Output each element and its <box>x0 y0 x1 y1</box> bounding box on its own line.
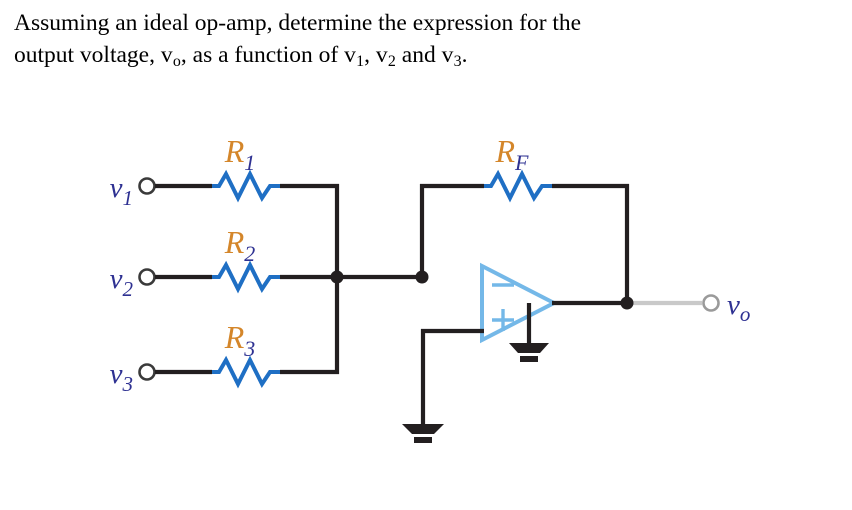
ground-symbol-opamp <box>509 343 549 362</box>
ground-plate-small-2 <box>520 356 538 362</box>
resistor-label-r3: R3 <box>224 319 256 361</box>
input-terminal-v2[interactable] <box>138 268 156 286</box>
resistor-r2-zigzag <box>212 260 282 294</box>
circuit-diagram: R1 v1 R2 v2 R3 v3 <box>0 104 852 510</box>
input-branch-2: R2 v2 <box>110 224 424 301</box>
sentence-period: . <box>461 41 468 68</box>
separator-and: and <box>395 41 442 68</box>
question-line2-prefix: output voltage, <box>14 41 161 68</box>
v3-subscript: 3 <box>453 53 462 71</box>
resistor-label-r1-sub: 1 <box>244 150 255 175</box>
v3-symbol: v <box>441 41 454 68</box>
terminal-label-v3-sub: 3 <box>122 372 134 396</box>
resistor-label-rf-base: R <box>495 133 516 169</box>
v1-subscript: 1 <box>356 53 365 71</box>
input-branch-3: R3 v3 <box>110 319 339 396</box>
terminal-label-v2-base: v <box>110 263 123 295</box>
input-branch-1: R1 v1 <box>110 133 339 210</box>
terminal-label-vo-base: v <box>727 289 740 321</box>
vo-subscript: o <box>172 53 181 71</box>
separator-comma: , <box>364 41 376 68</box>
v2-symbol: v <box>375 41 388 68</box>
junction-node-inverting-input <box>415 270 429 284</box>
resistor-label-r2-base: R <box>224 224 245 260</box>
feedback-branch-rf: RF <box>419 133 630 305</box>
terminal-label-v1-base: v <box>110 172 123 204</box>
question-line-1: Assuming an ideal op-amp, determine the … <box>14 10 582 36</box>
resistor-r1-zigzag <box>212 169 282 203</box>
output-branch: vo <box>552 289 750 326</box>
terminal-label-v2: v2 <box>110 263 134 301</box>
resistor-label-r3-sub: 3 <box>243 336 255 361</box>
noninverting-ground-branch <box>420 328 484 426</box>
output-terminal-vo[interactable] <box>702 294 720 312</box>
resistor-label-rf-sub: F <box>514 150 529 175</box>
input-terminal-v1[interactable] <box>138 177 156 195</box>
terminal-label-v3-base: v <box>110 358 123 390</box>
resistor-label-r1: R1 <box>224 133 256 175</box>
junction-node-summing-bus <box>330 270 344 284</box>
ground-plate-large-1 <box>402 424 444 434</box>
ground-plate-small-1 <box>414 437 432 443</box>
resistor-label-r1-base: R <box>224 133 245 169</box>
resistor-label-r3-base: R <box>224 319 245 355</box>
terminal-label-v1: v1 <box>110 172 133 210</box>
question-line-2: output voltage, vo, as a function of v1,… <box>14 40 804 73</box>
terminal-label-v2-sub: 2 <box>123 277 134 301</box>
input-terminal-v3[interactable] <box>138 363 156 381</box>
resistor-r3-zigzag <box>212 355 282 389</box>
question-line2-middle: , as a function of <box>180 41 345 68</box>
terminal-label-v3: v3 <box>110 358 133 396</box>
opamp-triangle <box>480 262 559 344</box>
circuit-svg: R1 v1 R2 v2 R3 v3 <box>110 133 750 443</box>
junction-node-output <box>620 296 634 310</box>
ground-plate-large-2 <box>509 343 549 353</box>
v1-symbol: v <box>344 41 356 68</box>
terminal-label-v1-sub: 1 <box>123 186 134 210</box>
ground-symbol-noninverting <box>402 424 444 443</box>
terminal-label-vo-sub: o <box>740 302 751 326</box>
question-text: Assuming an ideal op-amp, determine the … <box>14 8 804 73</box>
vo-symbol: v <box>160 41 173 68</box>
resistor-label-rf: RF <box>495 133 530 175</box>
resistor-label-r2-sub: 2 <box>244 241 255 266</box>
opamp-symbol <box>480 262 559 344</box>
v2-subscript: 2 <box>387 53 396 71</box>
terminal-label-vo: vo <box>727 289 750 326</box>
resistor-rf-zigzag <box>484 169 554 203</box>
resistor-label-r2: R2 <box>224 224 256 266</box>
